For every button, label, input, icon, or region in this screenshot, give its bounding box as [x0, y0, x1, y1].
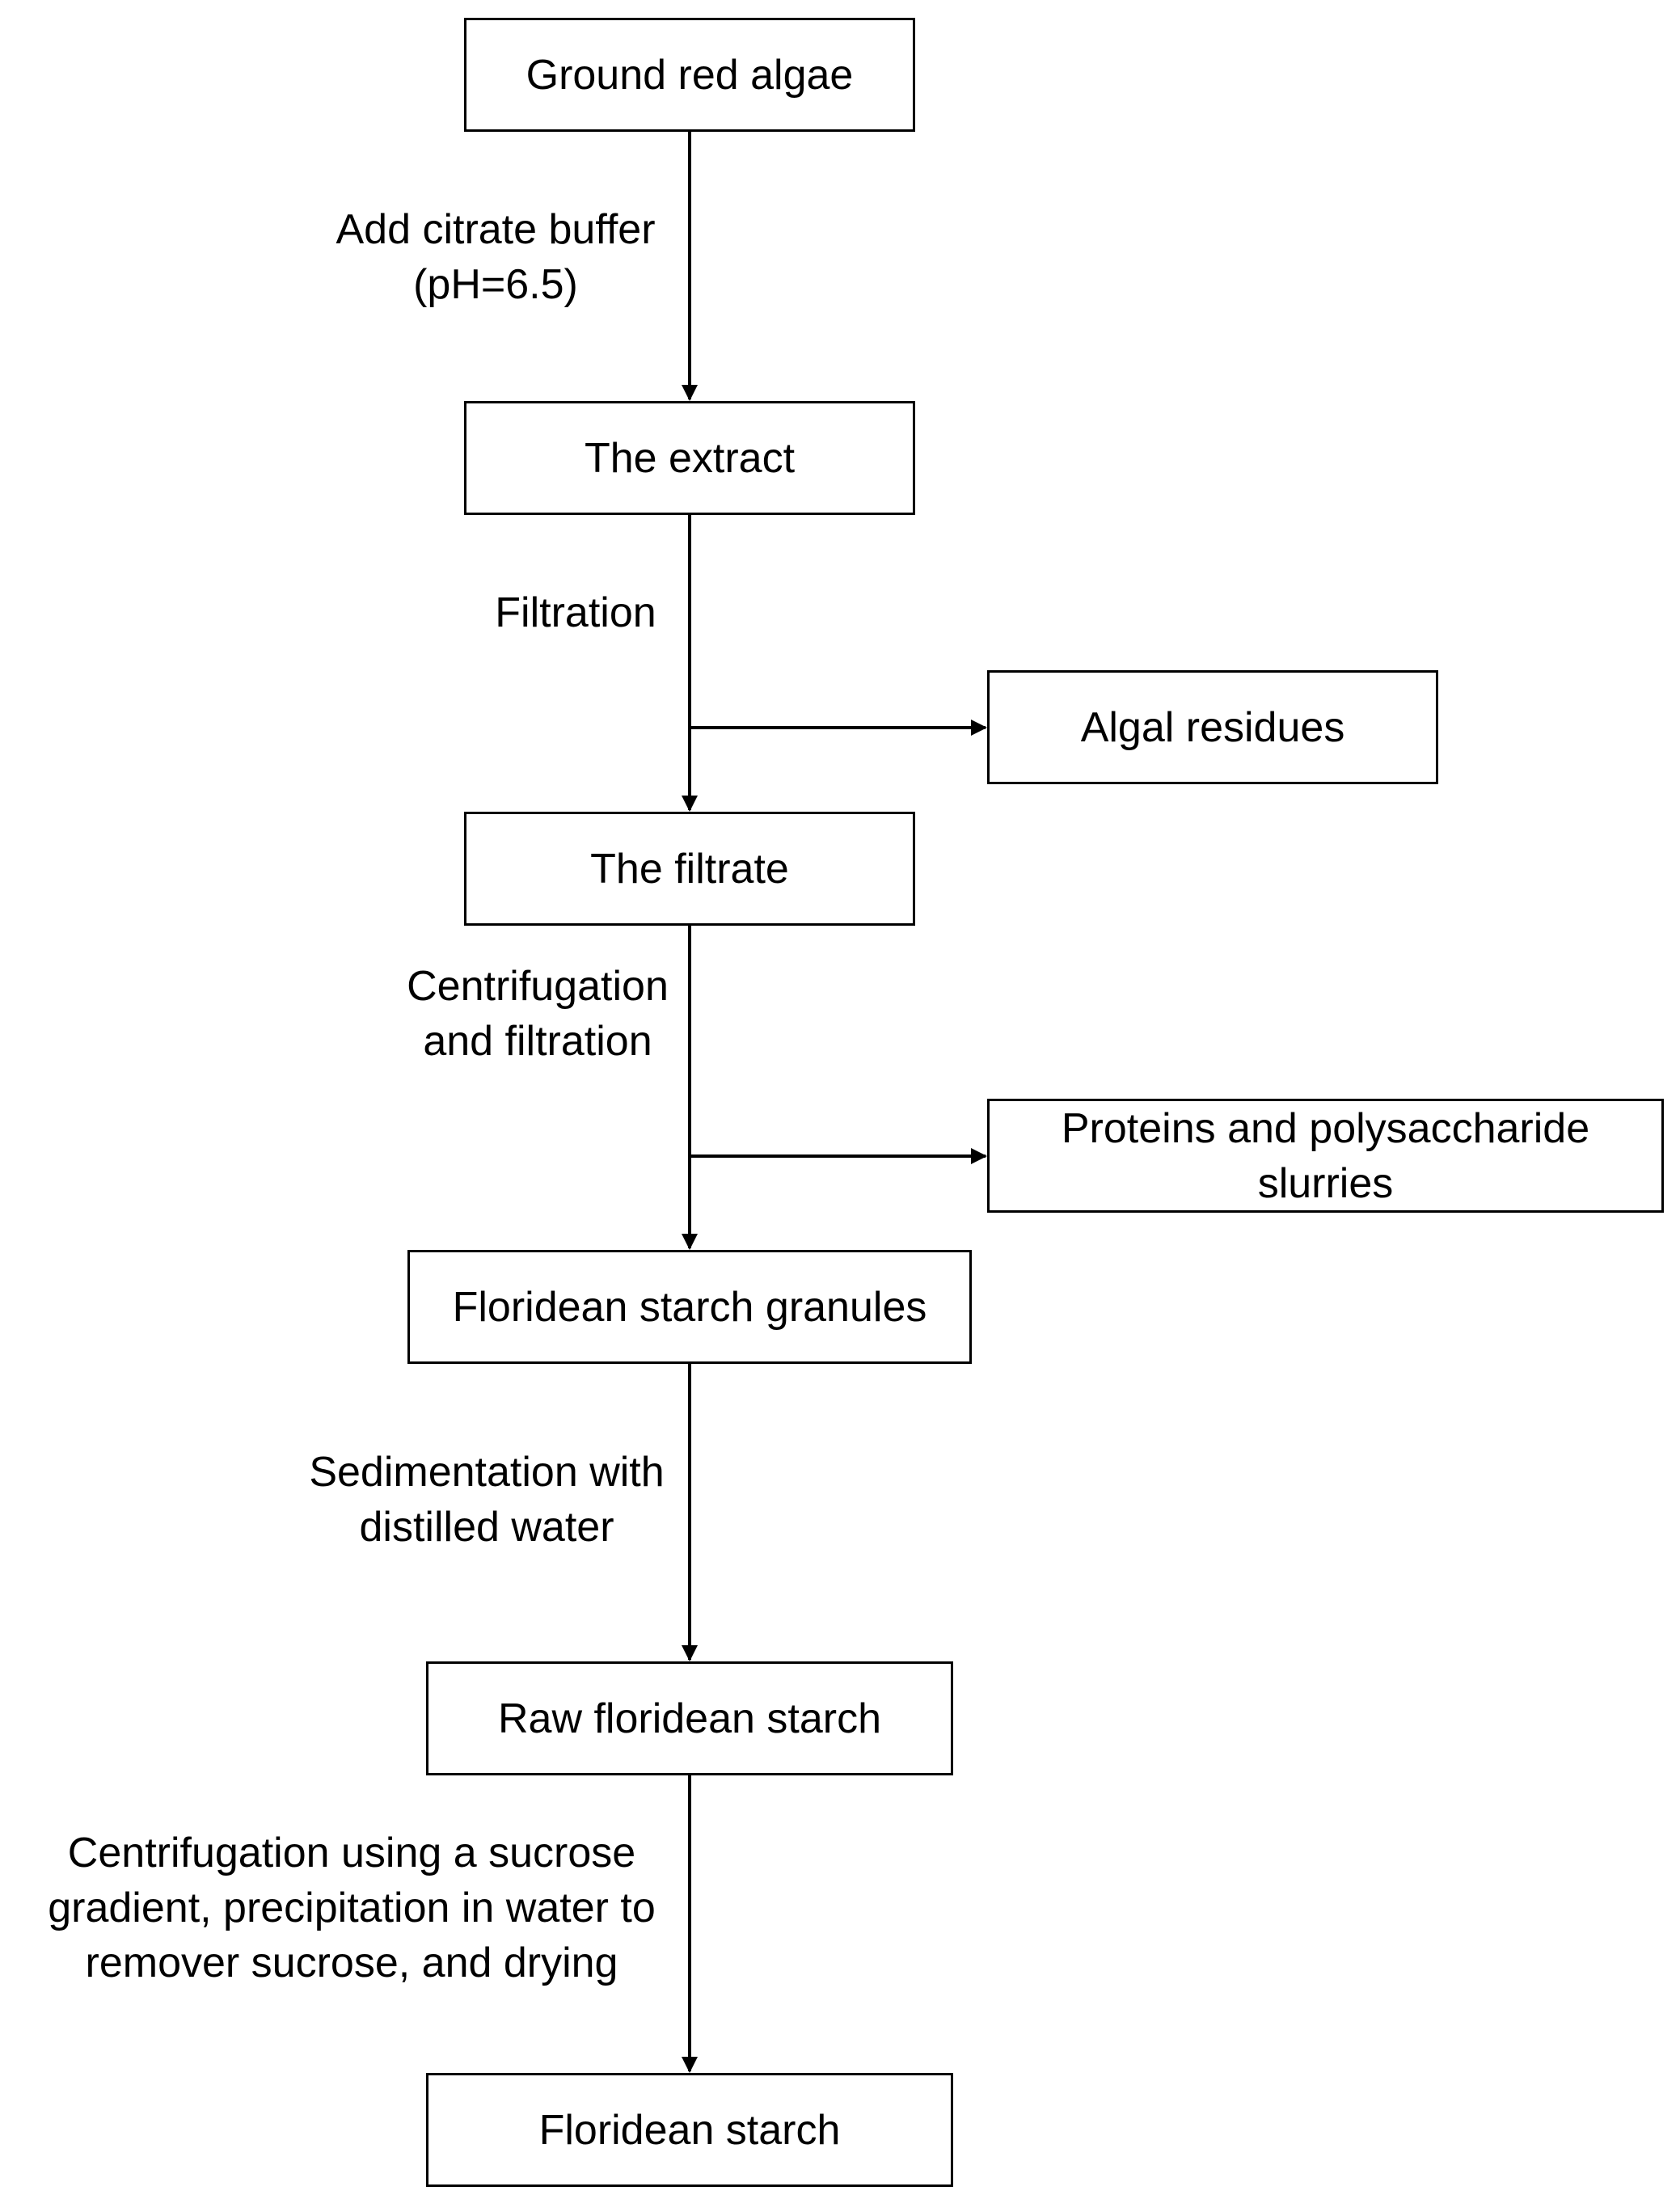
- node-ground-red-algae: Ground red algae: [464, 18, 915, 132]
- step-label-sucrose-gradient: Centrifugation using a sucrose gradient,…: [48, 1830, 656, 1986]
- node-algal-residues-text: Algal residues: [1080, 703, 1345, 751]
- node-floridean-starch-granules-text: Floridean starch granules: [452, 1283, 927, 1331]
- node-floridean-starch-text: Floridean starch: [538, 2106, 841, 2154]
- node-ground-red-algae-text: Ground red algae: [526, 51, 854, 99]
- node-raw-floridean-starch-text: Raw floridean starch: [498, 1695, 881, 1742]
- step-label-sedimentation: Sedimentation with distilled water: [309, 1449, 665, 1551]
- step-label-filtration: Filtration: [495, 589, 656, 636]
- node-the-extract: The extract: [464, 401, 915, 515]
- node-the-extract-text: The extract: [584, 434, 796, 482]
- node-proteins-polysaccharide-slurries-text: Proteins and polysaccharide slurries: [1061, 1104, 1590, 1207]
- node-raw-floridean-starch: Raw floridean starch: [426, 1661, 953, 1775]
- node-proteins-polysaccharide-slurries: Proteins and polysaccharide slurries: [987, 1099, 1664, 1213]
- step-label-centrifugation-filtration: Centrifugation and filtration: [407, 963, 669, 1065]
- step-label-add-citrate-buffer: Add citrate buffer (pH=6.5): [336, 206, 656, 308]
- node-floridean-starch-granules: Floridean starch granules: [407, 1250, 972, 1364]
- node-the-filtrate-text: The filtrate: [590, 845, 789, 893]
- node-algal-residues: Algal residues: [987, 670, 1438, 784]
- node-the-filtrate: The filtrate: [464, 812, 915, 926]
- node-floridean-starch: Floridean starch: [426, 2073, 953, 2187]
